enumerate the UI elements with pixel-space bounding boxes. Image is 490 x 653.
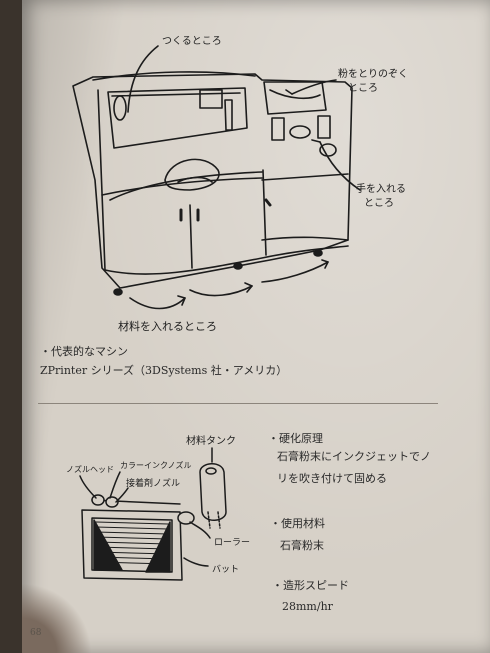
front-handle	[164, 158, 220, 191]
spec-material-value: 石膏粉末	[280, 539, 324, 552]
label-nozzle-head: ノズルヘッド	[66, 464, 114, 474]
label-powder-2: ところ	[348, 82, 378, 94]
hand-port-right	[317, 115, 331, 139]
label-build-area: つくるところ	[162, 35, 222, 47]
label-hand-2: ところ	[364, 197, 394, 209]
vat	[81, 509, 183, 581]
build-window	[107, 87, 248, 149]
printhead-diagram	[79, 447, 227, 581]
label-adhesive-nozzle: 接着剤ノズル	[126, 477, 180, 489]
spec-principle-label: ・硬化原理	[268, 432, 323, 445]
build-area-leader	[127, 45, 159, 113]
hand-port-left	[271, 117, 285, 141]
page-number: 68	[30, 628, 42, 638]
label-color-nozzle: カラーインクノズル	[120, 460, 192, 470]
caption-title: ・代表的なマシン	[40, 345, 128, 358]
label-vat: バット	[212, 564, 239, 575]
spec-speed-label: ・造形スピード	[272, 579, 349, 592]
spec-principle-line2: リを吹き付けて固める	[277, 472, 387, 485]
label-roller: ローラー	[214, 537, 250, 548]
caption-machine: ZPrinter シリーズ（3DSystems 社・アメリカ）	[40, 364, 288, 377]
label-hand-1: 手を入れる	[356, 182, 406, 195]
machine-top	[92, 71, 256, 81]
section-divider	[38, 403, 438, 404]
label-material-tank: 材料タンク	[186, 434, 236, 447]
label-powder-1: 粉をとりのぞく	[338, 67, 408, 80]
material-tank	[199, 463, 227, 521]
spec-speed-value: 28mm/hr	[282, 600, 333, 613]
label-material-insert: 材料を入れるところ	[118, 319, 217, 333]
spec-principle-line1: 石膏粉末にインクジェットでノ	[277, 450, 431, 463]
thumb-shadow	[22, 583, 92, 653]
powder-window	[263, 81, 327, 115]
spec-material-label: ・使用材料	[270, 517, 325, 530]
